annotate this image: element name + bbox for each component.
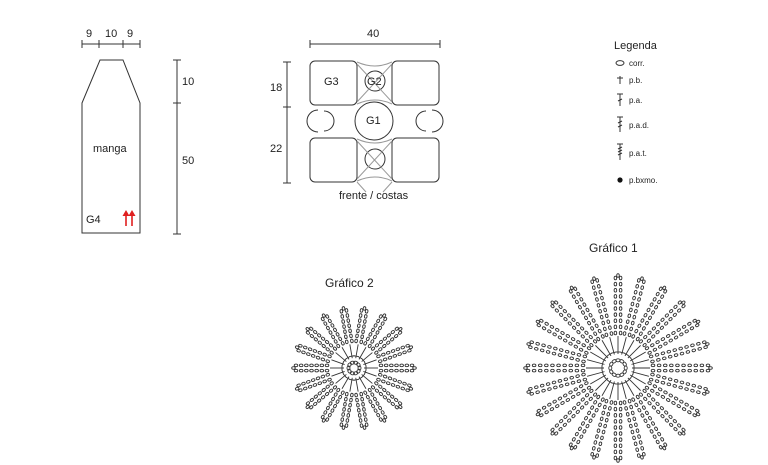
square-top-left: [309, 60, 358, 106]
sleeve-dim-right: 9: [127, 28, 134, 40]
body-width-dim: 40: [367, 28, 380, 40]
slip-stitch-symbol-icon: [617, 177, 623, 183]
body-dim-top: 18: [270, 82, 283, 94]
square-bottom-right: [391, 137, 440, 183]
petal: [619, 276, 646, 355]
petal: [623, 379, 668, 451]
square-bottom-left: [309, 137, 358, 183]
sleeve-dim-mid: 10: [105, 28, 118, 40]
label-g3: G3: [324, 76, 339, 88]
petal: [363, 369, 414, 393]
petal: [339, 377, 355, 430]
legend-title: Legenda: [614, 40, 657, 52]
sc-symbol-icon: [617, 76, 623, 84]
sleeve-dim-cap: 10: [182, 76, 195, 88]
petal: [631, 369, 710, 396]
sleeve-outline: [81, 59, 141, 234]
crochet-chart-2: [291, 306, 417, 430]
petal: [590, 276, 617, 355]
sleeve-chart-ref: G4: [86, 214, 101, 226]
petal: [364, 363, 417, 373]
chain-symbol-icon: [615, 60, 625, 66]
petal: [632, 363, 713, 373]
label-g2: G2: [367, 76, 382, 88]
petal: [305, 326, 347, 363]
petal: [568, 379, 613, 451]
label-g1: G1: [366, 115, 381, 127]
petal: [535, 318, 607, 363]
petal: [613, 273, 623, 354]
dc-symbol-icon: [617, 93, 623, 106]
petal: [629, 318, 701, 363]
sleeve-dim-left: 9: [86, 28, 93, 40]
g2-circle: [364, 70, 386, 92]
petal: [523, 363, 604, 373]
legend-label-sc: p.b.: [629, 76, 643, 85]
petal: [535, 373, 607, 418]
legend-label-chain: corr.: [629, 59, 645, 68]
petal: [590, 381, 617, 460]
dtr-symbol-icon: [617, 116, 623, 132]
petal: [568, 285, 613, 357]
petal: [339, 306, 355, 359]
petal: [361, 373, 403, 410]
direction-arrows-icon: [122, 210, 136, 226]
petal: [305, 373, 347, 410]
petal: [291, 363, 344, 373]
petal: [294, 369, 345, 393]
petal: [320, 376, 351, 423]
petal: [627, 377, 686, 436]
petal: [550, 300, 609, 359]
crochet-chart-1: [523, 273, 713, 463]
petal: [619, 381, 646, 460]
petal: [526, 340, 605, 367]
petal: [526, 369, 605, 396]
petal: [320, 313, 351, 360]
legend-label-dc: p.a.: [629, 96, 643, 105]
body-dim-bottom: 22: [270, 143, 283, 155]
sleeve-dim-length: 50: [182, 155, 195, 167]
g1-circle: [354, 101, 394, 141]
square-top-right: [391, 60, 440, 106]
legend-label-slip: p.bxmo.: [629, 176, 658, 185]
petal: [550, 377, 609, 436]
sleeve-label: manga: [93, 143, 127, 155]
petal: [627, 300, 686, 359]
body-caption: frente / costas: [339, 190, 409, 202]
chart-1-title: Gráfico 1: [589, 241, 638, 255]
legend-label-dtr: p.a.d.: [629, 121, 650, 130]
chart-2-title: Gráfico 2: [325, 276, 374, 290]
petal: [631, 340, 710, 367]
bottom-small-circle: [364, 148, 386, 170]
petal: [623, 285, 668, 357]
petal: [353, 306, 369, 359]
petal: [357, 376, 388, 423]
legend-label-ttr: p.a.t.: [629, 149, 647, 158]
ttr-symbol-icon: [617, 143, 623, 160]
petal: [353, 377, 369, 430]
petal: [361, 326, 403, 363]
petal: [629, 373, 701, 418]
petal: [357, 313, 388, 360]
petal: [294, 343, 345, 367]
petal: [363, 343, 414, 367]
petal: [613, 382, 623, 463]
